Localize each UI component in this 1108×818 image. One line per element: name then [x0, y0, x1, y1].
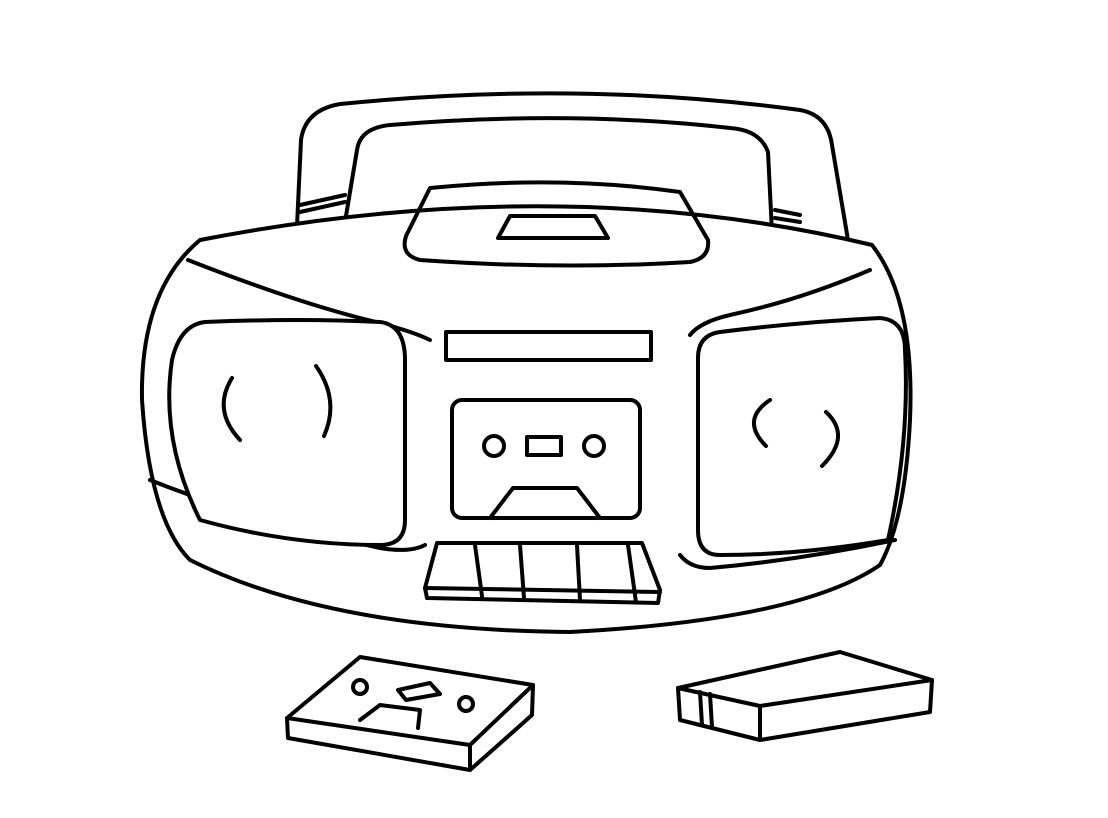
cassette-tape — [285, 655, 535, 772]
right-speaker — [678, 268, 908, 570]
display-panel — [444, 330, 653, 362]
control-buttons — [423, 541, 662, 605]
left-speaker — [148, 258, 432, 552]
cassette-deck — [450, 398, 642, 520]
cassette-case — [676, 650, 934, 742]
cd-lid — [402, 180, 711, 268]
